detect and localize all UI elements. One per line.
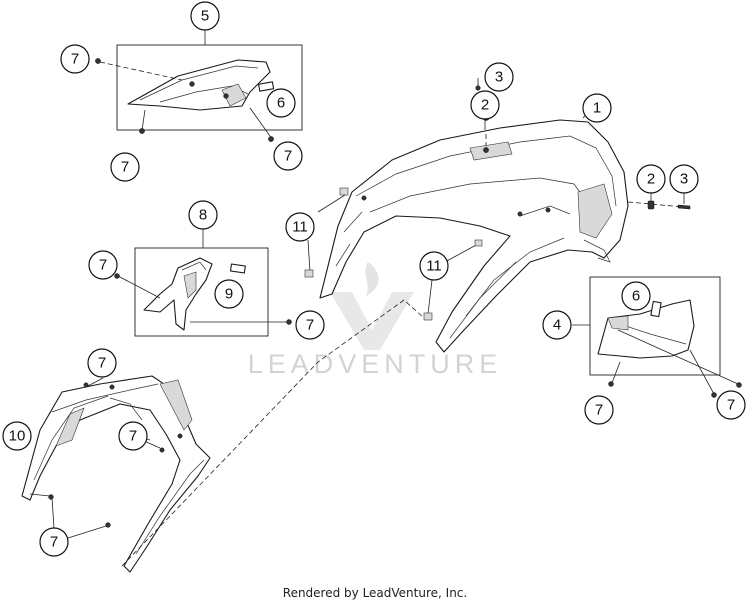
svg-text:6: 6	[632, 288, 640, 305]
svg-text:7: 7	[98, 355, 106, 372]
svg-text:7: 7	[99, 257, 107, 274]
svg-text:5: 5	[201, 8, 209, 25]
callout-7-d: 7	[88, 250, 118, 280]
grommet-right-part	[647, 200, 655, 210]
callout-7-e: 7	[295, 310, 325, 340]
callout-7-h: 7	[39, 527, 69, 557]
svg-text:2: 2	[481, 97, 489, 114]
svg-text:11: 11	[292, 219, 308, 236]
svg-text:10: 10	[9, 428, 26, 445]
svg-text:6: 6	[277, 95, 285, 112]
svg-text:7: 7	[727, 397, 735, 414]
svg-text:1: 1	[593, 100, 601, 117]
callout-7-c: 7	[273, 141, 303, 171]
foam-pad-part	[258, 81, 275, 92]
foam-pad-8-part	[229, 263, 246, 274]
svg-text:7: 7	[71, 51, 79, 68]
svg-text:7: 7	[50, 534, 58, 551]
callout-6-right: 6	[621, 281, 651, 311]
side-panel-part	[597, 299, 695, 359]
callout-1: 1	[582, 93, 612, 123]
group-4-cover	[572, 276, 742, 398]
callout-8: 8	[188, 200, 218, 230]
group-5-box	[116, 44, 303, 131]
callout-6-top: 6	[266, 88, 296, 118]
callout-7-a: 7	[60, 44, 90, 74]
group-4-box	[589, 276, 721, 376]
render-credit: Rendered by LeadVenture, Inc.	[282, 586, 468, 600]
svg-text:7: 7	[595, 402, 603, 419]
svg-text:8: 8	[199, 207, 207, 224]
lower-cover-part	[143, 257, 213, 331]
screw-right-part	[677, 204, 691, 210]
callout-2-top: 2	[470, 90, 500, 120]
callout-11-left: 11	[285, 212, 315, 242]
clip-part	[339, 187, 349, 196]
svg-text:4: 4	[553, 317, 561, 334]
group-8-cover	[114, 228, 292, 337]
svg-text:9: 9	[225, 286, 233, 303]
watermark-text: LEADVENTURE	[248, 349, 503, 379]
svg-text:3: 3	[495, 69, 503, 86]
callout-3-top: 3	[484, 62, 514, 92]
callout-7-i: 7	[584, 395, 614, 425]
callout-5: 5	[190, 1, 220, 31]
group-8-box	[134, 247, 269, 337]
callout-7-g: 7	[118, 421, 148, 451]
callout-10: 10	[2, 421, 32, 451]
callout-2-right: 2	[636, 164, 666, 194]
part-1-tank-cover	[319, 119, 629, 353]
part-10-fairing	[21, 375, 211, 573]
callout-7-b: 7	[110, 152, 140, 182]
svg-text:7: 7	[306, 317, 314, 334]
watermark: LEADVENTURE	[248, 262, 503, 379]
callout-7-f: 7	[87, 348, 117, 378]
svg-text:3: 3	[680, 171, 688, 188]
callout-3-right: 3	[669, 164, 699, 194]
svg-text:7: 7	[284, 148, 292, 165]
svg-text:7: 7	[121, 159, 129, 176]
callout-9: 9	[214, 279, 244, 309]
svg-text:7: 7	[129, 428, 137, 445]
callout-7-j: 7	[716, 390, 746, 420]
svg-text:2: 2	[647, 171, 655, 188]
svg-text:11: 11	[426, 258, 442, 275]
callout-11-mid: 11	[419, 251, 449, 281]
callout-4: 4	[542, 310, 572, 340]
screw-part	[475, 85, 481, 91]
foam-pad-4-part	[650, 300, 662, 318]
group-5-cover	[95, 30, 303, 142]
